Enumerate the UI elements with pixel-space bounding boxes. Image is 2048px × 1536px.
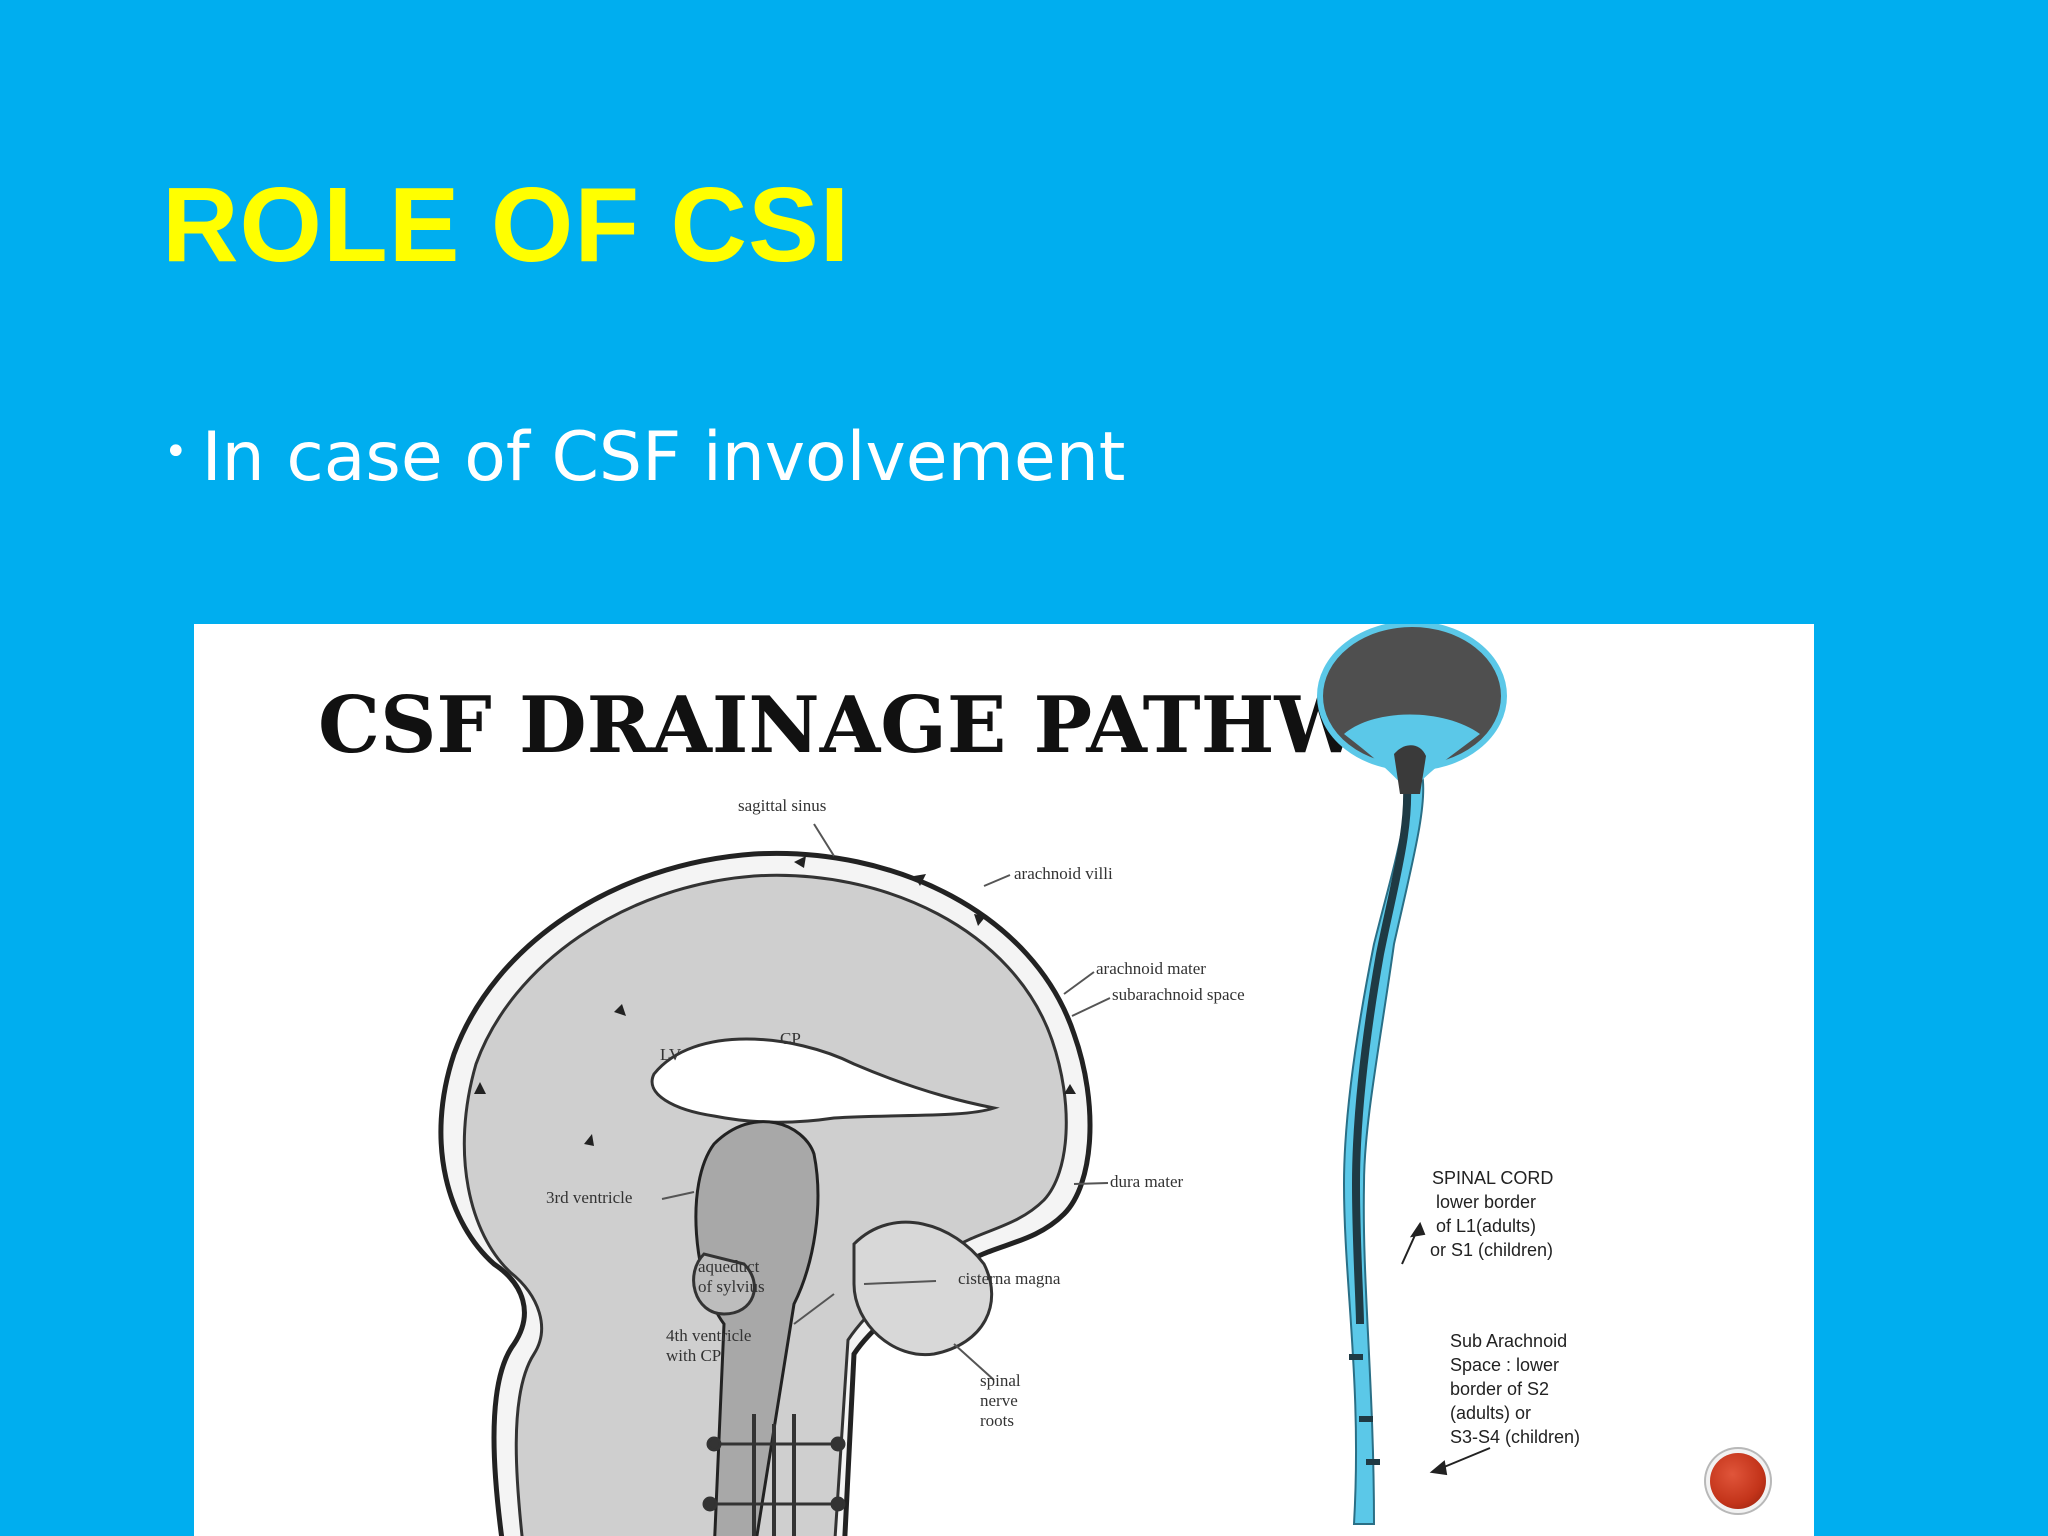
label-spinal-nerve-line3: roots (980, 1411, 1014, 1430)
label-lv: LV (660, 1045, 682, 1064)
label-cp: CP (780, 1029, 801, 1048)
label-third-ventricle: 3rd ventricle (546, 1188, 632, 1207)
label-subarachnoid-line1: Sub Arachnoid (1450, 1331, 1567, 1351)
label-arachnoid-mater: arachnoid mater (1096, 959, 1206, 978)
csf-diagram-svg: CSF DRAINAGE PATHWAY (318, 624, 1580, 1536)
brain-section-illustration (438, 850, 1093, 1536)
label-subarachnoid-line4: (adults) or (1450, 1403, 1531, 1423)
record-circle-icon[interactable] (1710, 1453, 1766, 1509)
label-aqueduct-line2: of sylvius (698, 1277, 765, 1296)
label-subarachnoid-line3: border of S2 (1450, 1379, 1549, 1399)
bullet-dot-icon: • (164, 429, 188, 475)
label-spinal-nerve-line1: spinal (980, 1371, 1021, 1390)
label-fourth-ventricle-line1: 4th ventricle (666, 1326, 751, 1345)
label-arachnoid-villi: arachnoid villi (1014, 864, 1113, 883)
diagram-title: CSF DRAINAGE PATHWAY (318, 680, 1471, 771)
label-cisterna-magna: cisterna magna (958, 1269, 1061, 1288)
label-aqueduct-line1: aqueduct (698, 1257, 760, 1276)
csf-diagram-image: CSF DRAINAGE PATHWAY (194, 624, 1814, 1536)
label-spinal-cord-line2: lower border (1436, 1192, 1536, 1212)
label-subarachnoid-line2: Space : lower (1450, 1355, 1559, 1375)
spine-leader-lines (1401, 1221, 1491, 1476)
label-subarachnoid-line5: S3-S4 (children) (1450, 1427, 1580, 1447)
bullet-item: • In case of CSF involvement (164, 418, 1125, 498)
label-sagittal-sinus: sagittal sinus (738, 796, 826, 815)
label-spinal-cord-line4: or S1 (children) (1430, 1240, 1553, 1260)
label-dura-mater: dura mater (1110, 1172, 1183, 1191)
label-spinal-nerve-line2: nerve (980, 1391, 1018, 1410)
label-spinal-cord-line3: of L1(adults) (1436, 1216, 1536, 1236)
label-spinal-cord-line1: SPINAL CORD (1432, 1168, 1553, 1188)
spinal-cord-illustration (1317, 624, 1507, 1525)
bullet-text: In case of CSF involvement (201, 418, 1126, 497)
label-leader-lines (661, 823, 1111, 1381)
slide-title: ROLE OF CSI (162, 166, 851, 284)
label-fourth-ventricle-line2: with CP (666, 1346, 721, 1365)
label-subarachnoid-space: subarachnoid space (1112, 985, 1245, 1004)
